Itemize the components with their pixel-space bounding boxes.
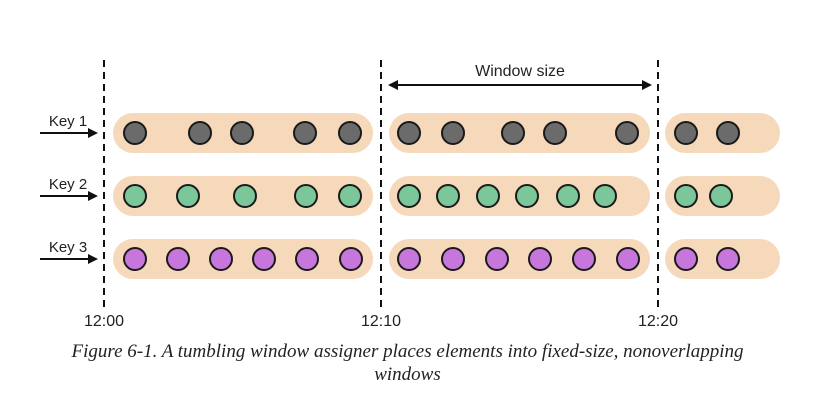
window-2-key-3-pill [389,239,650,279]
key-1-window-3-element-2 [716,121,740,145]
window-size-indicator: Window size [388,63,652,90]
caption-line-2: windows [374,364,441,385]
window-elements [123,121,740,271]
key-2-window-1-element-2 [176,184,200,208]
key-1-window-2-element-2 [441,121,465,145]
key-labels: Key 1 Key 2 Key 3 [40,113,98,264]
key-1-window-1-element-2 [188,121,212,145]
key-2-window-2-element-5 [556,184,580,208]
key-3-window-2-element-6 [616,247,640,271]
key-2-window-2-element-3 [476,184,500,208]
key-1-window-1-element-1 [123,121,147,145]
key-2-window-2-element-6 [593,184,617,208]
key-1-window-2-element-4 [543,121,567,145]
time-label-1210: 12:10 [361,313,401,330]
key-3-window-2-element-5 [572,247,596,271]
key-3-window-1-element-6 [339,247,363,271]
time-axis-labels: 12:00 12:10 12:20 [84,313,678,330]
key-2-window-1-element-5 [338,184,362,208]
key-2-window-2-element-2 [436,184,460,208]
key-3-window-1-element-2 [166,247,190,271]
window-1-key-3-pill [113,239,373,279]
window-boundaries [103,60,659,310]
key-3-label: Key 3 [49,239,87,256]
key-3-window-2-element-2 [441,247,465,271]
key-2-window-1-element-3 [233,184,257,208]
key-1-label: Key 1 [49,113,87,130]
key-1-window-1-element-4 [293,121,317,145]
key-2-window-3-element-2 [709,184,733,208]
key-1-window-1-element-3 [230,121,254,145]
key-3-window-1-element-5 [295,247,319,271]
key-2-window-2-element-1 [397,184,421,208]
caption-line-1: Figure 6-1. A tumbling window assigner p… [71,341,744,362]
key-3-window-3-element-1 [674,247,698,271]
key-3-window-1-element-4 [252,247,276,271]
key-3-window-2-element-3 [485,247,509,271]
key-3-window-2-element-1 [397,247,421,271]
key-1-window-2-element-1 [397,121,421,145]
time-label-1200: 12:00 [84,313,124,330]
time-label-1220: 12:20 [638,313,678,330]
figure-caption: Figure 6-1. A tumbling window assigner p… [0,340,815,386]
key-2-label: Key 2 [49,176,87,193]
key-2-window-1-element-4 [294,184,318,208]
key-1-window-3-element-1 [674,121,698,145]
key-1-window-2-element-3 [501,121,525,145]
window-size-label: Window size [475,63,565,80]
key-1-window-1-element-5 [338,121,362,145]
key-1-window-2-element-5 [615,121,639,145]
key-3-window-2-element-4 [528,247,552,271]
key-3-window-1-element-1 [123,247,147,271]
key-2-window-3-element-1 [674,184,698,208]
key-2-window-1-element-1 [123,184,147,208]
key-3-window-3-element-2 [716,247,740,271]
key-3-window-1-element-3 [209,247,233,271]
key-2-window-2-element-4 [515,184,539,208]
